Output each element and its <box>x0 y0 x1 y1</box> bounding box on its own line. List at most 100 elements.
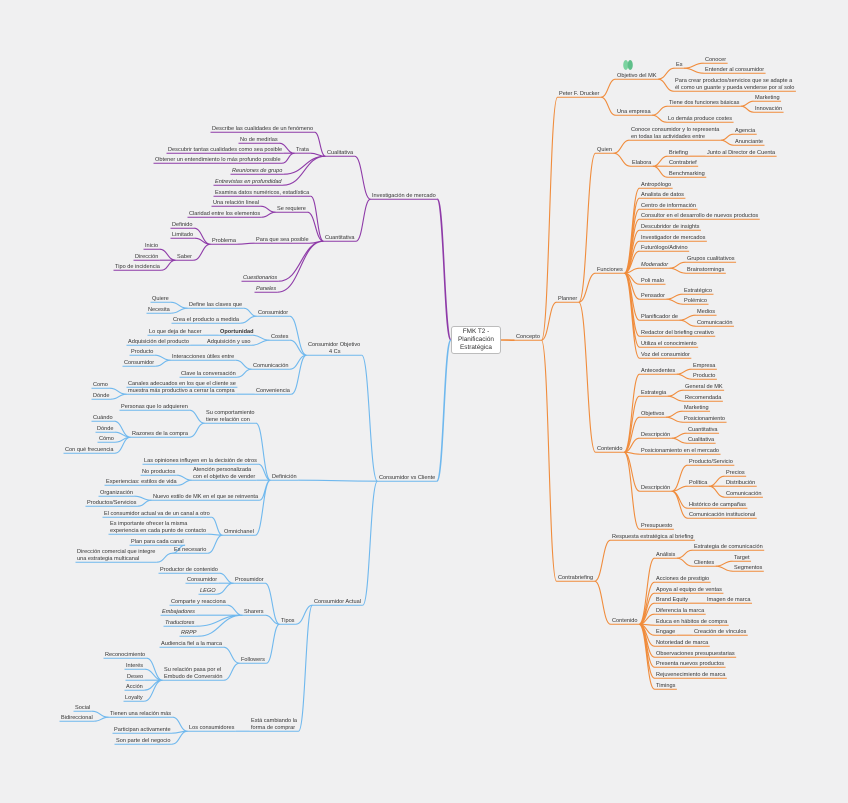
topic-label[interactable]: Empresa <box>693 363 716 369</box>
topic-label[interactable]: Junto al Director de Cuenta <box>707 150 776 156</box>
topic-label[interactable]: Comunicación institucional <box>689 512 755 518</box>
topic-label[interactable]: Agencia <box>735 128 756 134</box>
topic-label[interactable]: Problema <box>212 238 237 244</box>
topic-label[interactable]: No productos <box>142 469 175 475</box>
topic-label[interactable]: Planner <box>558 296 577 302</box>
topic-label[interactable]: Estratégico <box>684 288 712 294</box>
topic-label[interactable]: Organización <box>100 490 133 496</box>
topic-label[interactable]: Centro de información <box>641 203 696 209</box>
topic-label[interactable]: Innovación <box>755 106 782 112</box>
topic-label[interactable]: Conoce consumidor y lo representa <box>631 127 720 133</box>
topic-label[interactable]: Consumidor vs Cliente <box>379 475 435 481</box>
topic-label[interactable]: Peter F. Drucker <box>559 91 600 97</box>
topic-label[interactable]: General de MK <box>685 384 723 390</box>
topic-label[interactable]: Entender al consumidor <box>705 67 764 73</box>
topic-label[interactable]: Imagen de marca <box>707 597 751 603</box>
topic-label[interactable]: Creación de vínculos <box>694 629 746 635</box>
topic-label[interactable]: Las opiniones influyen en la decisión de… <box>144 458 257 464</box>
topic-label[interactable]: Producto <box>131 349 153 355</box>
topic-label[interactable]: Engage <box>656 629 675 635</box>
topic-label[interactable]: Producto/Servicio <box>689 459 733 465</box>
topic-label[interactable]: Recomendada <box>685 395 722 401</box>
topic-label[interactable]: Es <box>676 62 683 68</box>
topic-label[interactable]: Concepto <box>516 334 540 340</box>
topic-label[interactable]: Segmentos <box>734 565 762 571</box>
topic-label[interactable]: Limitado <box>172 232 193 238</box>
topic-label[interactable]: Consumidor <box>124 360 154 366</box>
topic-label[interactable]: Consumidor <box>258 310 288 316</box>
topic-label[interactable]: Comunicación <box>253 363 288 369</box>
topic-label[interactable]: Comunicación <box>697 320 732 326</box>
topic-label[interactable]: Embajadores <box>162 609 195 615</box>
topic-label[interactable]: Histórico de campañas <box>689 502 746 508</box>
topic-label[interactable]: Traductores <box>165 620 195 626</box>
topic-label[interactable]: Se requiere <box>277 206 306 212</box>
topic-label[interactable]: Tipos <box>281 618 295 624</box>
topic-label[interactable]: Elabora <box>632 160 652 166</box>
topic-label[interactable]: Participan activamente <box>114 727 171 733</box>
topic-label[interactable]: Es necesario <box>174 547 206 553</box>
topic-label[interactable]: Una relación lineal <box>213 200 259 206</box>
topic-label[interactable]: Posicionamiento <box>684 416 725 422</box>
topic-label[interactable]: Crea el producto a medida <box>173 317 240 323</box>
topic-label[interactable]: Medios <box>697 309 715 315</box>
topic-label[interactable]: Con qué frecuencia <box>65 447 114 453</box>
topic-label[interactable]: Adquisición del producto <box>128 339 189 345</box>
topic-label[interactable]: Target <box>734 555 750 561</box>
topic-label[interactable]: Interacciones útiles entre <box>172 354 234 360</box>
topic-label[interactable]: Planificador de <box>641 314 678 320</box>
topic-label[interactable]: Investigador de mercados <box>641 235 706 241</box>
topic-label[interactable]: Producto <box>693 373 715 379</box>
topic-label[interactable]: muestra más productivo a cerrar la compr… <box>128 388 236 394</box>
topic-label[interactable]: Plan para cada canal <box>131 539 184 545</box>
topic-label[interactable]: Descripción <box>641 485 670 491</box>
topic-label[interactable]: Experiencias: estilos de vida <box>106 479 177 485</box>
topic-label[interactable]: Está cambiando la <box>251 718 298 724</box>
topic-label[interactable]: Investigación de mercado <box>372 193 436 199</box>
topic-label[interactable]: Omnichanel <box>224 529 254 535</box>
topic-label[interactable]: Marketing <box>755 95 780 101</box>
topic-label[interactable]: Es importante ofrecer la misma <box>110 521 188 527</box>
topic-label[interactable]: Dirección <box>135 254 158 260</box>
topic-label[interactable]: Saber <box>177 254 192 260</box>
topic-label[interactable]: Costes <box>271 334 289 340</box>
topic-label[interactable]: Antropólogo <box>641 182 671 188</box>
topic-label[interactable]: Rejuvenecimiento de marca <box>656 672 726 678</box>
topic-label[interactable]: Lo que deja de hacer <box>149 329 202 335</box>
topic-label[interactable]: Quien <box>597 147 612 153</box>
topic-label[interactable]: Brand Equity <box>656 597 688 603</box>
topic-label[interactable]: Entrevistas en profundidad <box>215 179 282 185</box>
topic-label[interactable]: Futurólogo/Adivino <box>641 245 688 251</box>
topic-label[interactable]: El consumidor actual va de un canal a ot… <box>104 511 210 517</box>
topic-label[interactable]: RRPP <box>181 630 197 636</box>
topic-label[interactable]: Followers <box>241 657 265 663</box>
topic-label[interactable]: Acciones de prestigio <box>656 576 709 582</box>
topic-label[interactable]: Personas que lo adquieren <box>121 404 188 410</box>
topic-label[interactable]: Estrategia de comunicación <box>694 544 763 550</box>
topic-label[interactable]: Timings <box>656 683 676 689</box>
topic-label[interactable]: Benchmarking <box>669 171 705 177</box>
topic-label[interactable]: Nuevo estilo de MK en el que se reinvent… <box>153 494 259 500</box>
topic-label[interactable]: Claridad entre los elementos <box>189 211 260 217</box>
topic-label[interactable]: Poli malo <box>641 278 664 284</box>
topic-label[interactable]: Una empresa <box>617 109 651 115</box>
topic-label[interactable]: Necesita <box>148 307 171 313</box>
topic-label[interactable]: Respuesta estratégica al briefing <box>612 534 693 540</box>
topic-label[interactable]: Oportunidad <box>220 329 254 335</box>
topic-label[interactable]: Examina datos numéricos, estadística <box>215 190 310 196</box>
topic-label[interactable]: Canales adecuados en los que el cliente … <box>128 381 236 387</box>
topic-label[interactable]: Atención personalizada <box>193 467 252 473</box>
topic-label[interactable]: Anunciante <box>735 139 763 145</box>
topic-label[interactable]: Brainstormings <box>687 267 725 273</box>
topic-label[interactable]: Productor de contenido <box>160 567 218 573</box>
topic-label[interactable]: Marketing <box>684 405 709 411</box>
topic-label[interactable]: Cualitativa <box>688 437 715 443</box>
topic-label[interactable]: Redactor del briefing creativo <box>641 330 714 336</box>
topic-label[interactable]: Diferencia la marca <box>656 608 705 614</box>
root-topic[interactable]: FMK T2 - Planificación Estratégica <box>451 326 501 354</box>
topic-label[interactable]: Utiliza el conocimiento <box>641 341 697 347</box>
topic-label[interactable]: Deseo <box>127 674 143 680</box>
topic-label[interactable]: Para crear productos/servicios que se ad… <box>675 78 793 84</box>
topic-label[interactable]: Tienen una relación más <box>110 711 171 717</box>
topic-label[interactable]: Prosumidor <box>235 577 264 583</box>
